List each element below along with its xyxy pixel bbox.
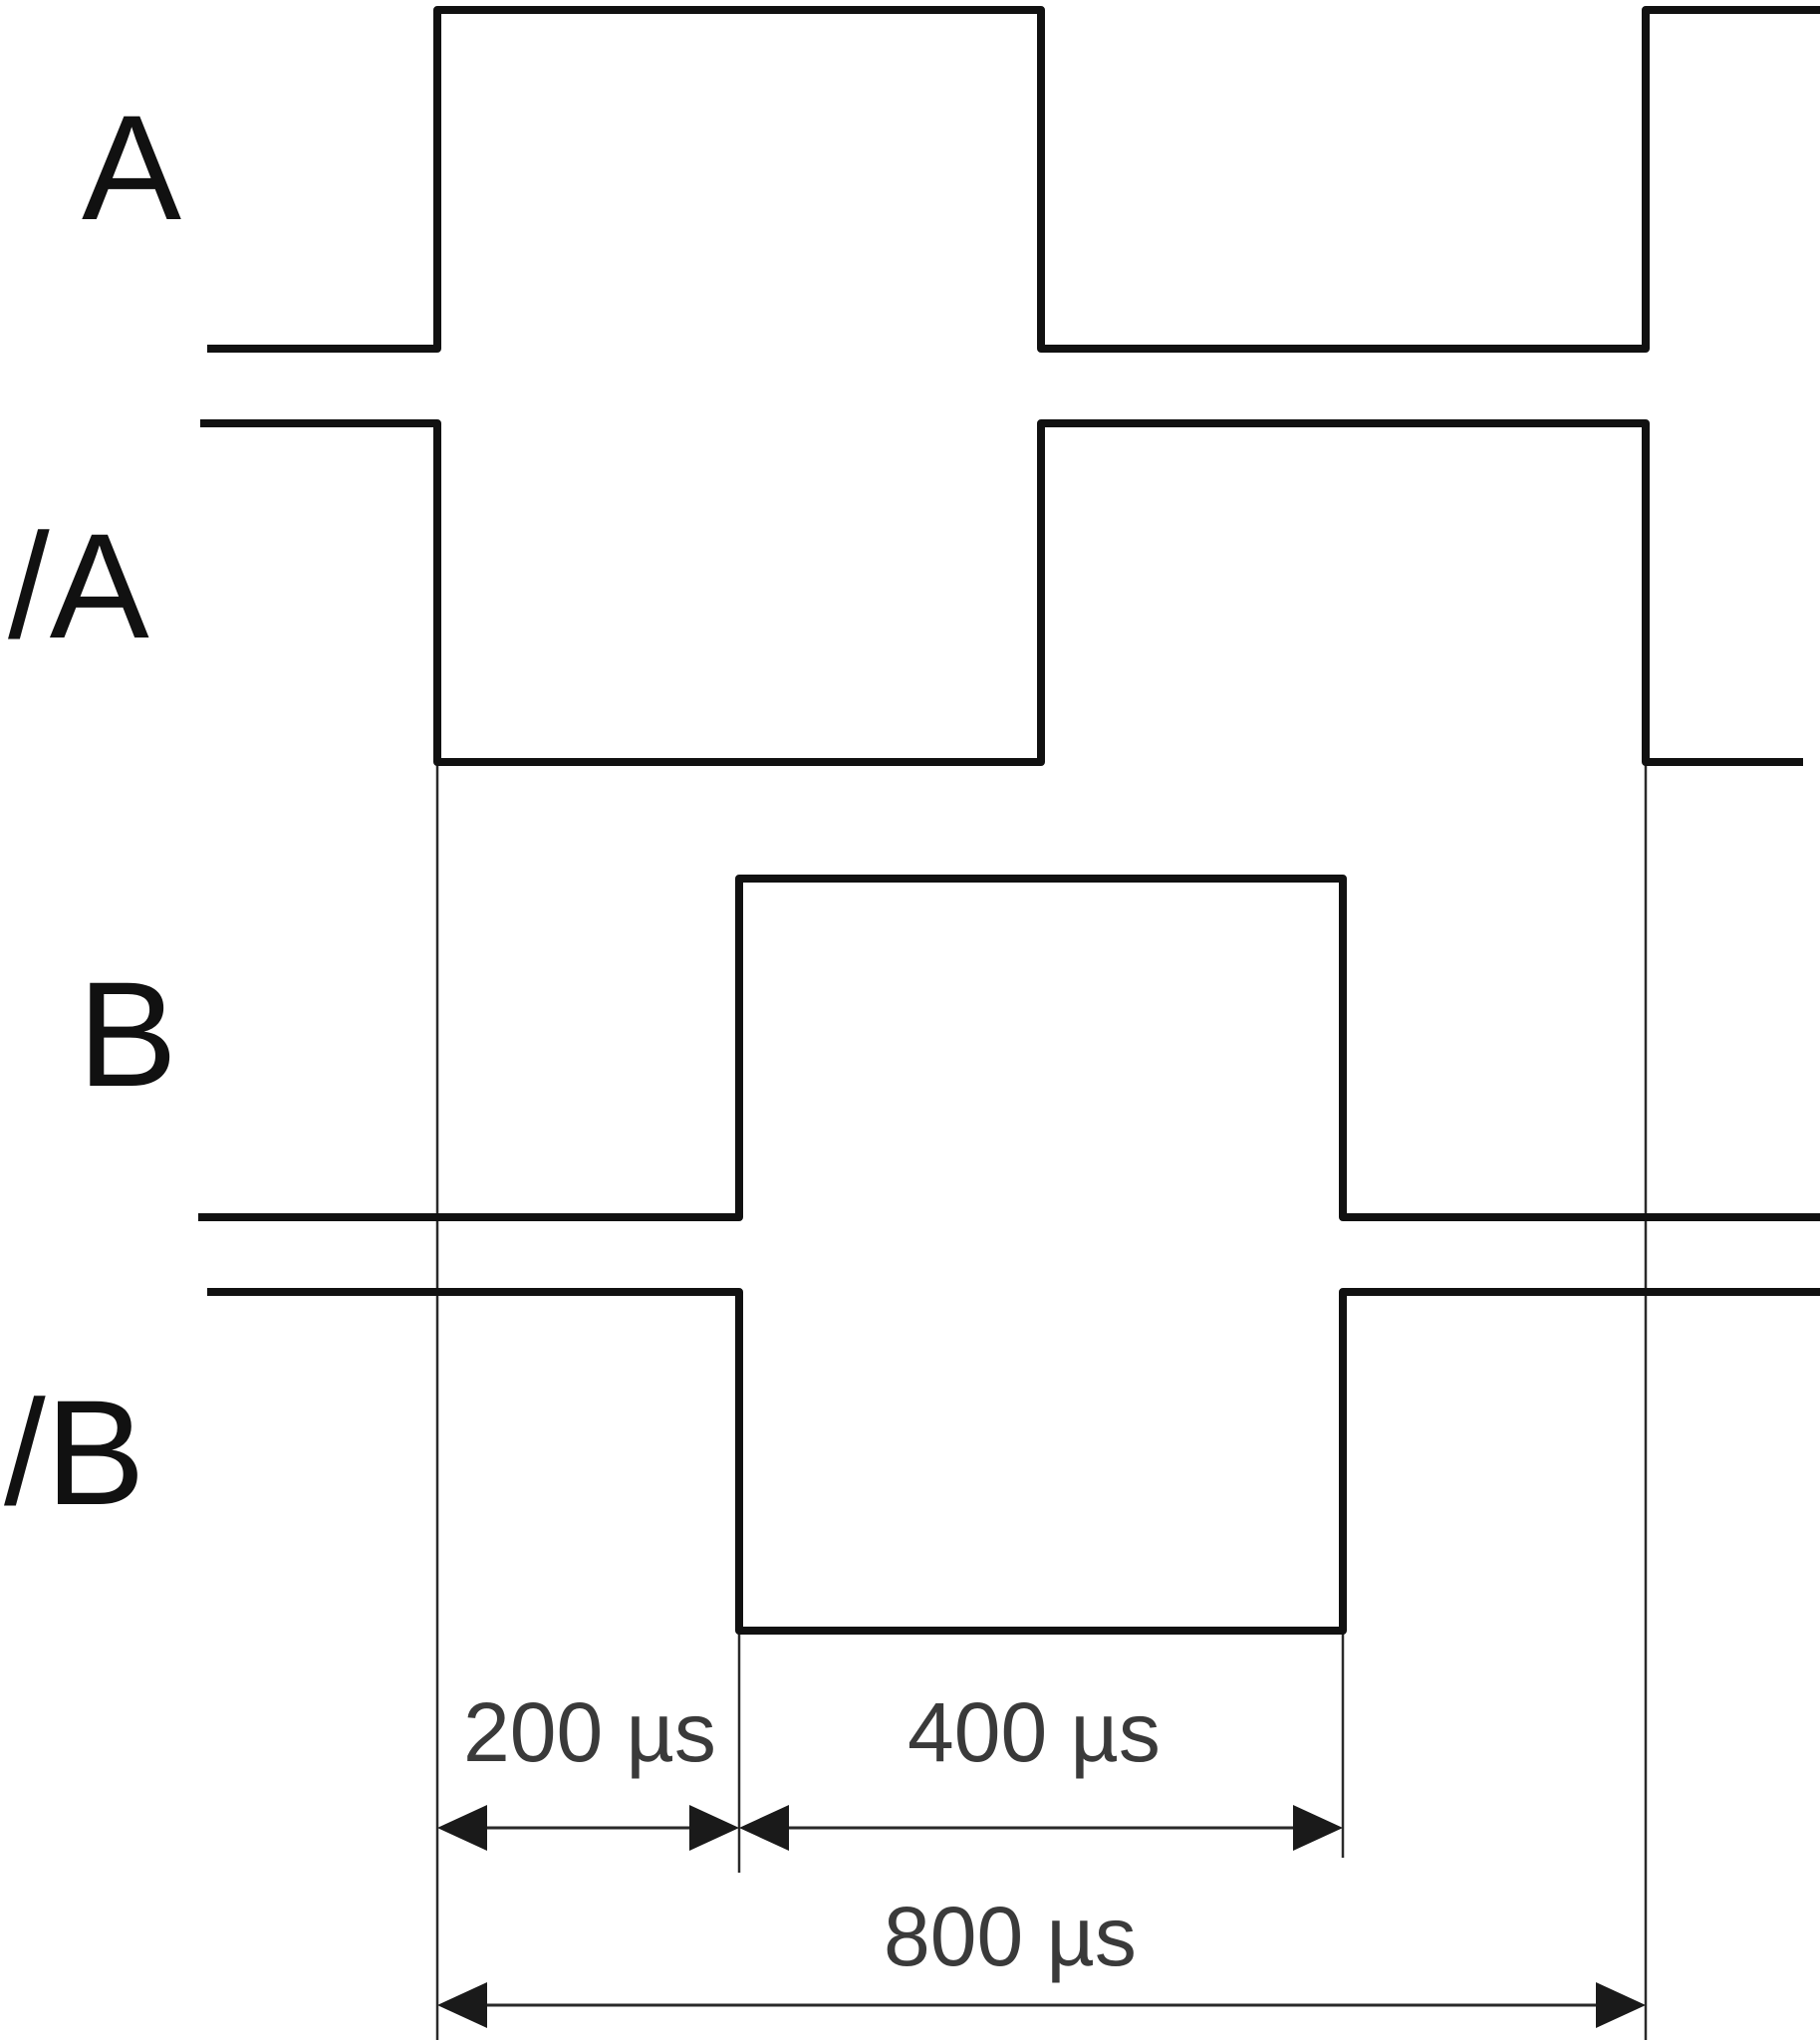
waveform-a-inverted — [200, 419, 1803, 766]
dimension-800us: 800 µs — [437, 1890, 1646, 2028]
dimension-label-200us: 200 µs — [463, 1685, 716, 1779]
dimension-200us: 200 µs — [437, 1685, 739, 1851]
waveform-b — [198, 875, 1820, 1221]
signal-label-a-inverted: /A — [8, 502, 149, 669]
signal-label-b-inverted: /B — [4, 1369, 145, 1536]
waveform-b-inverted — [207, 1288, 1820, 1635]
arrowhead-right — [1293, 1805, 1343, 1851]
arrowhead-left — [437, 1982, 487, 2028]
signal-label-a: A — [82, 84, 181, 251]
waveform-a — [207, 6, 1820, 353]
arrowhead-left — [437, 1805, 487, 1851]
dimension-label-400us: 400 µs — [908, 1685, 1161, 1779]
arrowhead-right — [689, 1805, 739, 1851]
dimension-400us: 400 µs — [739, 1685, 1343, 1851]
arrowhead-right — [1596, 1982, 1646, 2028]
signal-label-b: B — [78, 950, 177, 1118]
arrowhead-left — [739, 1805, 789, 1851]
dimension-label-800us: 800 µs — [884, 1890, 1137, 1983]
